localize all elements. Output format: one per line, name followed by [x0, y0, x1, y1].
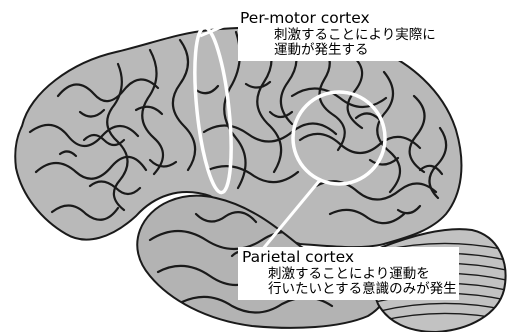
premotor-cortex-title: Per-motor cortex: [240, 10, 436, 28]
parietal-cortex-title: Parietal cortex: [242, 249, 457, 267]
parietal-cortex-desc-line1: 刺激することにより運動を: [242, 267, 457, 283]
parietal-cortex-label: Parietal cortex 刺激することにより運動を 行いたいとする意識のみ…: [238, 247, 459, 300]
premotor-cortex-desc-line2: 運動が発生する: [240, 43, 436, 59]
premotor-cortex-label: Per-motor cortex 刺激することにより実際に 運動が発生する: [238, 10, 440, 61]
parietal-cortex-desc-line2: 行いたいとする意識のみが発生: [242, 282, 457, 298]
premotor-cortex-desc-line1: 刺激することにより実際に: [240, 28, 436, 44]
